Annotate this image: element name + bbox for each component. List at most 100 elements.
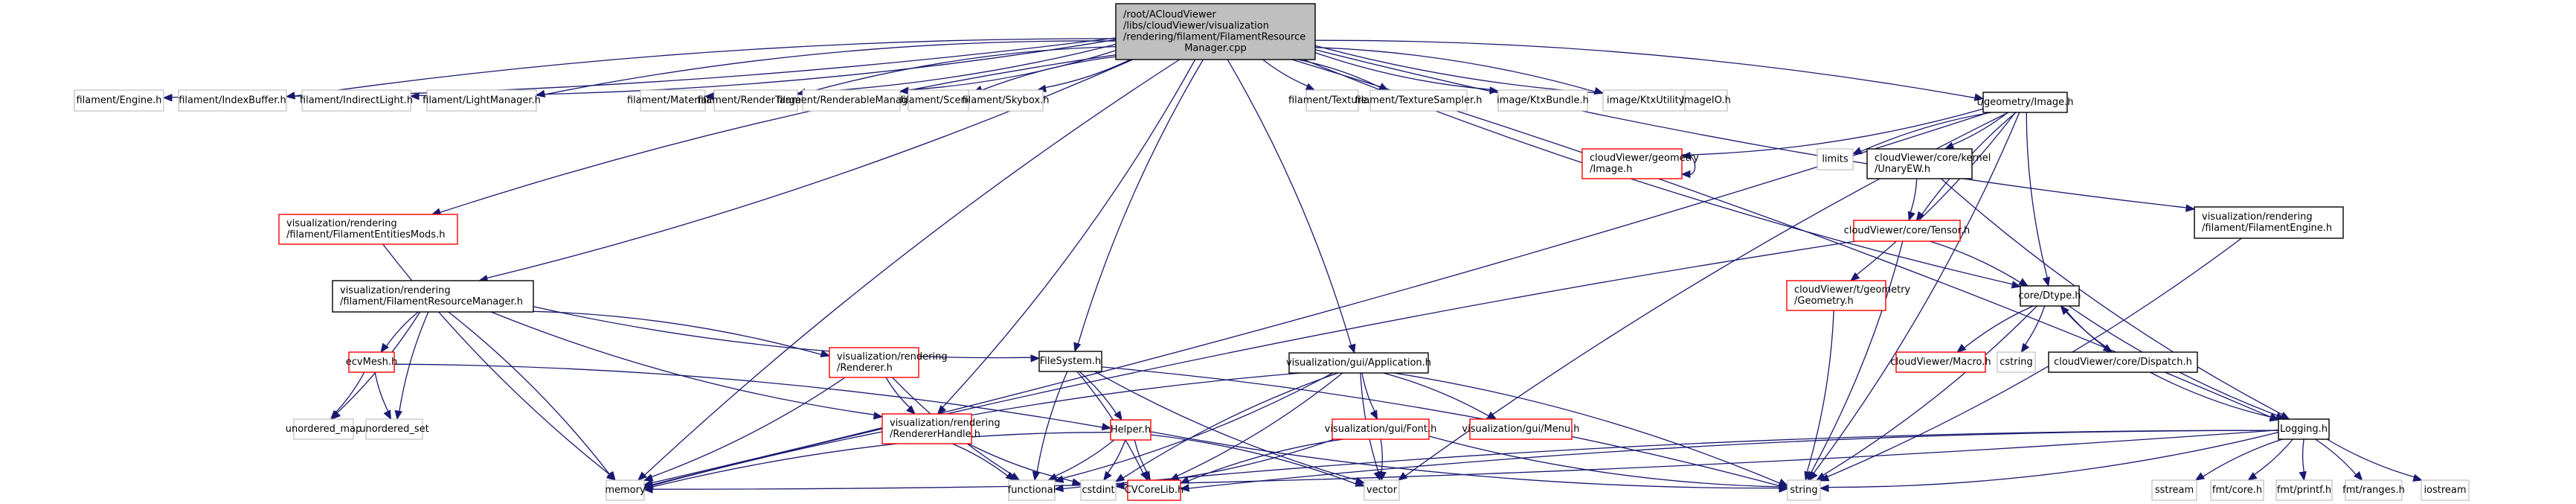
node-unordered_set: unordered_set [359, 418, 429, 440]
arrowhead-icon [2011, 281, 2022, 289]
node-box [881, 413, 972, 444]
node-label: visualization/rendering [890, 418, 1000, 429]
node-logging[interactable]: Logging.h [2278, 418, 2330, 440]
node-resmgr_h[interactable]: visualization/rendering/filament/Filamen… [332, 280, 534, 313]
node-label: filament/Material.h [627, 95, 719, 106]
edge-line [1361, 372, 1375, 412]
edge-application-to-menu [1383, 372, 1497, 420]
node-label: ecvMesh.h [346, 357, 397, 368]
edge-line [2066, 310, 2113, 353]
edge-line [1963, 305, 2034, 349]
node-functional: functional [1008, 479, 1056, 501]
edge-application-to-font [1361, 372, 1378, 421]
arrowhead-icon [1778, 478, 1789, 486]
node-filamentengine[interactable]: visualization/rendering/filament/Filamen… [2194, 206, 2344, 239]
edge-line [1909, 178, 1918, 214]
node-indirectlight: filament/IndirectLight.h [300, 89, 413, 112]
node-box [640, 89, 706, 112]
arrowhead-icon [704, 92, 714, 101]
node-filesystem[interactable]: FileSystem.h [1038, 351, 1102, 372]
arrowhead-icon [2185, 204, 2196, 212]
node-application[interactable]: visualization/gui/Application.h [1286, 352, 1431, 374]
node-box [74, 89, 164, 112]
node-label: visualization/gui/Font.h [1325, 424, 1437, 435]
node-box [1982, 92, 2068, 113]
node-label: fmt/core.h [2212, 485, 2262, 496]
node-label: fmt/printf.h [2277, 485, 2331, 496]
node-entitiesmods[interactable]: visualization/rendering/filament/Filamen… [278, 214, 458, 245]
edge-rendererhandle-to-functional [951, 443, 1015, 481]
node-renderablemanager: filament/RenderableManager.h [777, 89, 926, 112]
node-sstream: sstream [2151, 479, 2197, 501]
node-tensor[interactable]: cloudViewer/core/Tensor.h [1844, 220, 1970, 242]
edge-logging-to-functional [1053, 430, 2279, 493]
edge-line [1262, 59, 1308, 87]
node-box [1469, 418, 1573, 440]
node-dispatch[interactable]: cloudViewer/core/Dispatch.h [2048, 351, 2198, 373]
node-label: /rendering/filament/FilamentResource [1123, 32, 1305, 43]
arrowhead-icon [1779, 483, 1789, 492]
edge-logging-to-sstream [2194, 438, 2283, 481]
edge-line [170, 37, 1117, 98]
edge-line [643, 59, 1181, 476]
edge-line [1689, 108, 1984, 156]
node-box [1895, 351, 1986, 373]
edge-line [907, 50, 1117, 91]
edge-dtype-to-string [1815, 305, 2037, 481]
node-label: cloudViewer/t/geometry [1794, 284, 1911, 296]
edge-resmgr_h-to-filesystem [533, 306, 1041, 363]
node-label: Logging.h [2280, 424, 2328, 435]
edge-line [1227, 59, 1352, 346]
edge-line [1150, 434, 1358, 485]
node-box [713, 89, 798, 112]
node-rendererhandle[interactable]: visualization/rendering/RendererHandle.h [881, 413, 1000, 444]
node-timage[interactable]: t/geometry/Image.h [1977, 92, 2074, 113]
node-renderer[interactable]: visualization/rendering/Renderer.h [829, 347, 948, 378]
node-font[interactable]: visualization/gui/Font.h [1325, 418, 1437, 440]
edge-line [712, 43, 1117, 96]
node-dtype[interactable]: core/Dtype.h [2019, 285, 2081, 307]
node-box [178, 89, 287, 112]
node-rendertarget: filament/RenderTarget.h [697, 89, 815, 112]
edge-tensor-to-memory [643, 240, 1856, 488]
node-helper[interactable]: Helper.h [1110, 419, 1152, 441]
edge-filesystem-to-helper [1079, 371, 1122, 421]
node-macro[interactable]: cloudViewer/Macro.h [1890, 351, 1991, 373]
edge-logging-to-iostream [2326, 438, 2423, 482]
node-ecvmesh[interactable]: ecvMesh.h [346, 351, 397, 373]
edge-line [2253, 438, 2293, 476]
node-label: cstring [2000, 357, 2032, 368]
node-label: visualization/rendering [2202, 211, 2313, 223]
edge-root-to-rendererhandle [937, 59, 1196, 415]
edge-line [533, 306, 1032, 359]
edge-dtype-to-cstring [2020, 305, 2046, 354]
edge-line [533, 310, 823, 356]
edge-line [2026, 112, 2049, 279]
edge-line [1822, 305, 2037, 476]
node-label: unordered_set [359, 424, 428, 435]
arrowhead-icon [643, 473, 654, 482]
node-unaryew[interactable]: cloudViewer/core/kernel/UnaryEW.h [1866, 148, 1991, 179]
node-box [2421, 479, 2470, 501]
node-box [1684, 89, 1728, 112]
node-label: filament/Engine.h [76, 95, 161, 106]
node-cvimage[interactable]: cloudViewer/geometry/Image.h [1581, 148, 1699, 179]
node-imageio: ImageIO.h [1681, 89, 1731, 112]
node-label: /filament/FilamentResourceManager.h [340, 296, 523, 307]
node-box [332, 280, 534, 313]
node-label: filament/IndexBuffer.h [179, 95, 286, 106]
node-tgeometry[interactable]: cloudViewer/t/geometry/Geometry.h [1786, 280, 1911, 311]
edge-root-to-filesystem [1073, 59, 1204, 353]
node-label: /Geometry.h [1794, 296, 1854, 307]
node-cvcorelib[interactable]: CVCoreLib.h [1125, 479, 1184, 501]
edge-resmgr_h-to-memory [448, 311, 616, 482]
node-label: Manager.cpp [1184, 43, 1247, 54]
node-root[interactable]: /root/ACloudViewer/libs/cloudViewer/visu… [1115, 3, 1316, 60]
edge-helper-to-vector [1150, 434, 1366, 487]
edge-line [1428, 436, 1781, 488]
node-box [1866, 148, 1973, 179]
node-fmtcore: fmt/core.h [2210, 479, 2264, 501]
edge-timage-to-dtype [2026, 112, 2051, 287]
node-label: filament/TextureSampler.h [1355, 95, 1483, 106]
node-menu[interactable]: visualization/gui/Menu.h [1462, 418, 1580, 440]
